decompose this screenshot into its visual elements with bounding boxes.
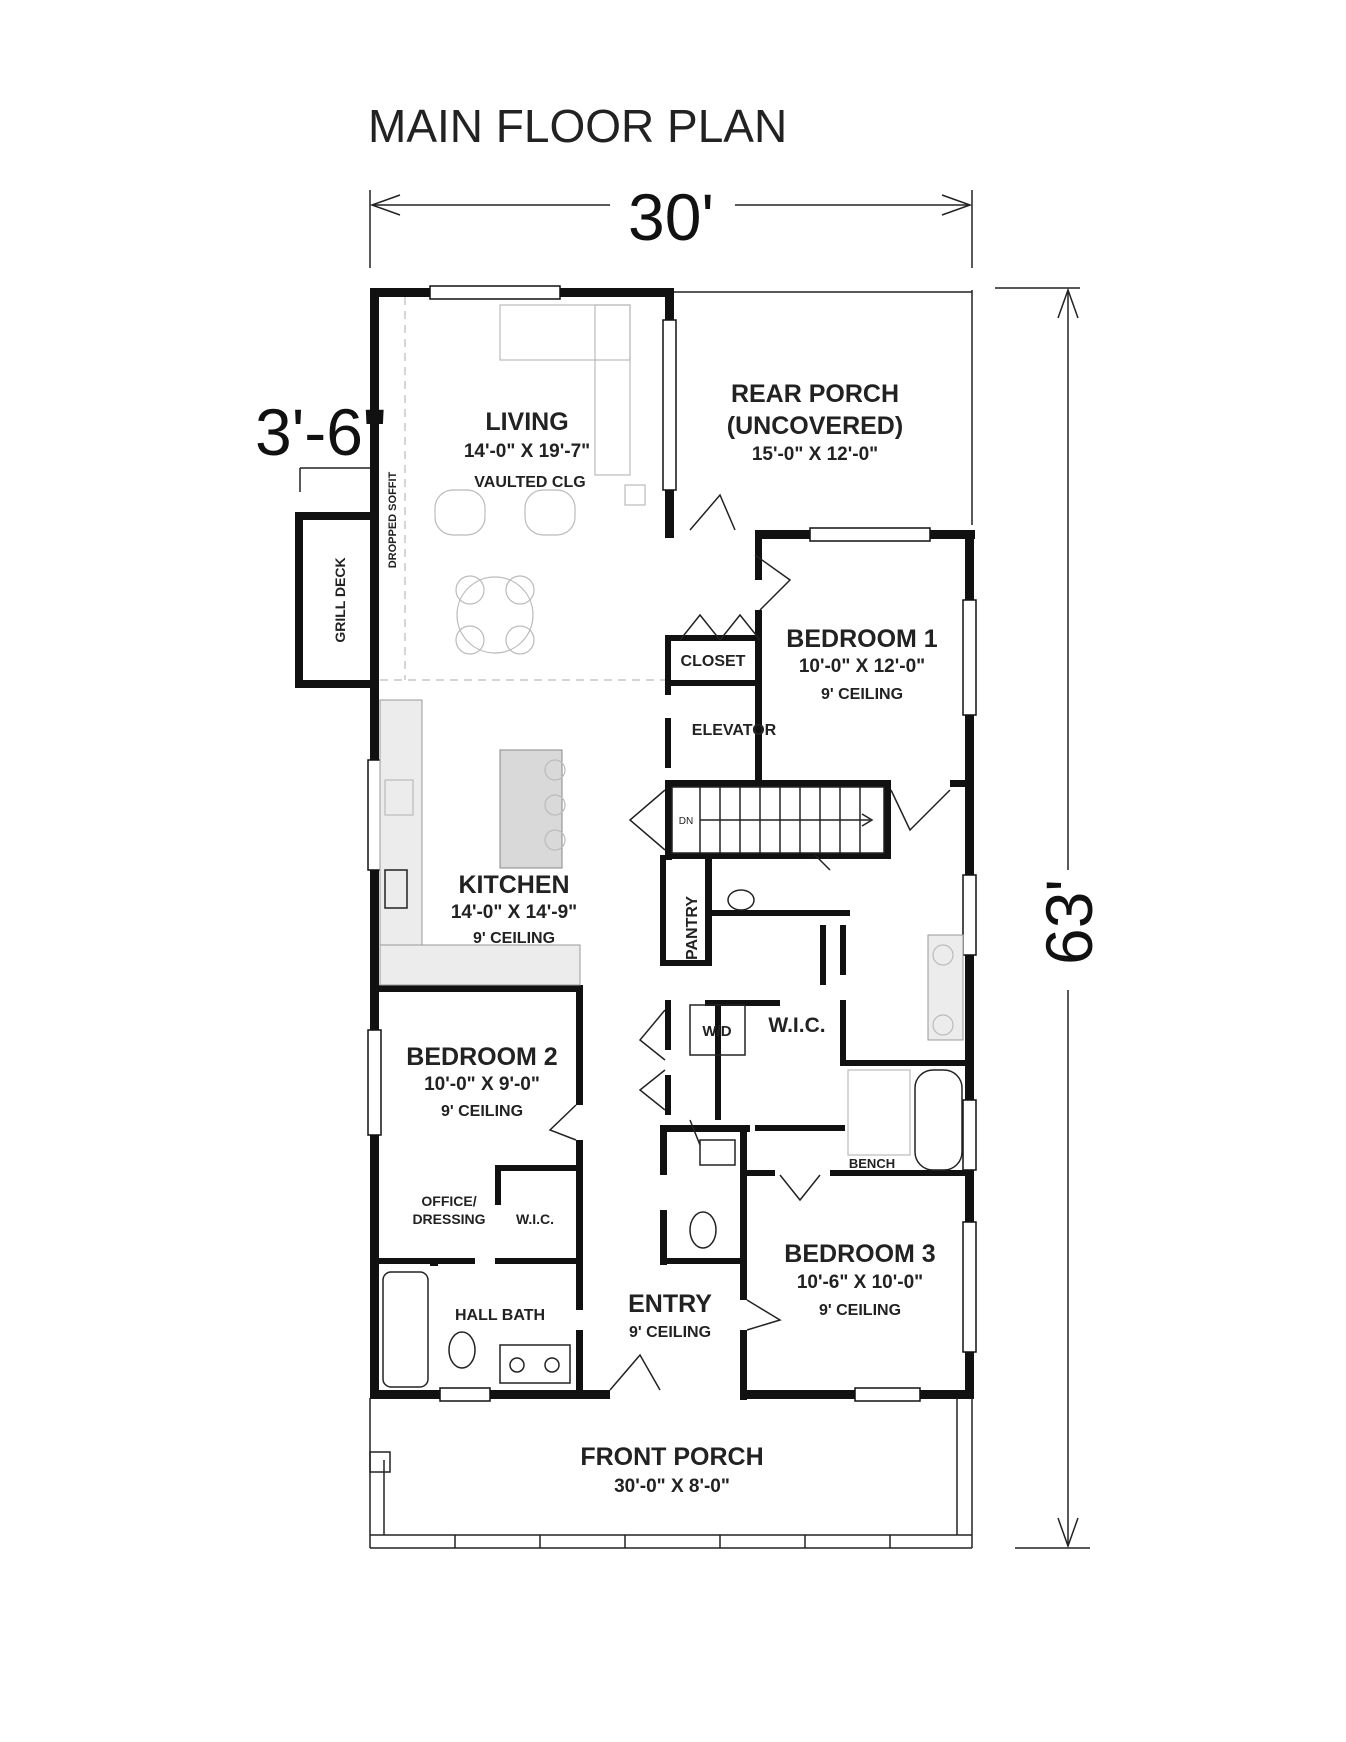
entry-name: ENTRY bbox=[628, 1290, 712, 1318]
bath-fixtures bbox=[382, 889, 964, 1388]
bedroom1-note: 9' CEILING bbox=[821, 686, 903, 703]
room-kitchen: KITCHEN 14'-0" X 14'-9" 9' CEILING bbox=[451, 871, 577, 947]
grill-deck: GRILL DECK bbox=[295, 512, 375, 688]
closet-label: CLOSET bbox=[681, 653, 746, 670]
office-label-line2: DRESSING bbox=[412, 1211, 485, 1227]
bedroom3-note: 9' CEILING bbox=[819, 1302, 901, 1319]
kitchen-size: 14'-0" X 14'-9" bbox=[451, 902, 577, 923]
room-front-porch: FRONT PORCH 30'-0" X 8'-0" bbox=[580, 1443, 763, 1497]
washer-dryer: W/D bbox=[689, 1004, 746, 1056]
bedroom3-size: 10'-6" X 10'-0" bbox=[797, 1272, 923, 1293]
bedroom2-name: BEDROOM 2 bbox=[406, 1043, 557, 1071]
stairs: DN bbox=[671, 786, 885, 854]
bedroom2-size: 10'-0" X 9'-0" bbox=[424, 1074, 540, 1095]
interior-walls bbox=[370, 530, 972, 1400]
room-entry: ENTRY 9' CEILING bbox=[628, 1290, 712, 1341]
living-name: LIVING bbox=[485, 408, 568, 436]
stair-direction: DN bbox=[679, 816, 693, 827]
pantry-label: PANTRY bbox=[684, 896, 701, 960]
depth-label: 63' bbox=[1032, 879, 1106, 965]
offset-dimension: 3'-6" bbox=[255, 395, 386, 492]
room-rear-porch: REAR PORCH (UNCOVERED) 15'-0" X 12'-0" bbox=[727, 380, 903, 465]
entry-note: 9' CEILING bbox=[629, 1324, 711, 1341]
rear-porch-name2: (UNCOVERED) bbox=[727, 412, 903, 440]
kitchen-name: KITCHEN bbox=[458, 871, 569, 899]
kitchen-note: 9' CEILING bbox=[473, 930, 555, 947]
wic-small-label: W.I.C. bbox=[516, 1211, 554, 1227]
front-porch-name: FRONT PORCH bbox=[580, 1443, 763, 1471]
windows bbox=[367, 285, 977, 1402]
living-furniture bbox=[434, 304, 646, 655]
wd-label: W/D bbox=[702, 1023, 731, 1040]
rear-porch-name: REAR PORCH bbox=[731, 380, 899, 408]
dropped-soffit-outline: DROPPED SOFFIT bbox=[380, 297, 665, 681]
bedroom1-name: BEDROOM 1 bbox=[786, 625, 938, 653]
bedroom1-size: 10'-0" X 12'-0" bbox=[799, 656, 925, 677]
room-bedroom2: BEDROOM 2 10'-0" X 9'-0" 9' CEILING bbox=[406, 1043, 557, 1120]
wic-label: W.I.C. bbox=[768, 1014, 825, 1037]
bench-label: BENCH bbox=[849, 1156, 895, 1171]
office-label-line1: OFFICE/ bbox=[421, 1193, 476, 1209]
living-note: VAULTED CLG bbox=[474, 474, 585, 491]
elevator-label: ELEVATOR bbox=[692, 722, 777, 739]
doors bbox=[548, 493, 951, 1391]
width-label: 30' bbox=[628, 180, 714, 254]
depth-dimension: 63' bbox=[995, 287, 1106, 1549]
plan-title: MAIN FLOOR PLAN bbox=[368, 100, 787, 152]
living-size: 14'-0" X 19'-7" bbox=[464, 441, 590, 462]
bedroom3-name: BEDROOM 3 bbox=[784, 1240, 935, 1268]
room-bedroom1: BEDROOM 1 10'-0" X 12'-0" 9' CEILING bbox=[786, 625, 938, 703]
kitchen-counters bbox=[379, 699, 581, 986]
front-porch-outline bbox=[369, 1398, 973, 1549]
width-dimension: 30' bbox=[369, 180, 973, 268]
bedroom2-note: 9' CEILING bbox=[441, 1103, 523, 1120]
grill-deck-label: GRILL DECK bbox=[332, 557, 348, 642]
front-porch-size: 30'-0" X 8'-0" bbox=[614, 1476, 730, 1497]
dropped-soffit-label: DROPPED SOFFIT bbox=[387, 471, 399, 568]
hall-bath-label: HALL BATH bbox=[455, 1307, 545, 1324]
room-living: LIVING 14'-0" X 19'-7" VAULTED CLG bbox=[464, 408, 590, 491]
rear-porch-size: 15'-0" X 12'-0" bbox=[752, 444, 878, 465]
offset-label: 3'-6" bbox=[255, 395, 386, 469]
room-bedroom3: BEDROOM 3 10'-6" X 10'-0" 9' CEILING bbox=[784, 1240, 935, 1319]
